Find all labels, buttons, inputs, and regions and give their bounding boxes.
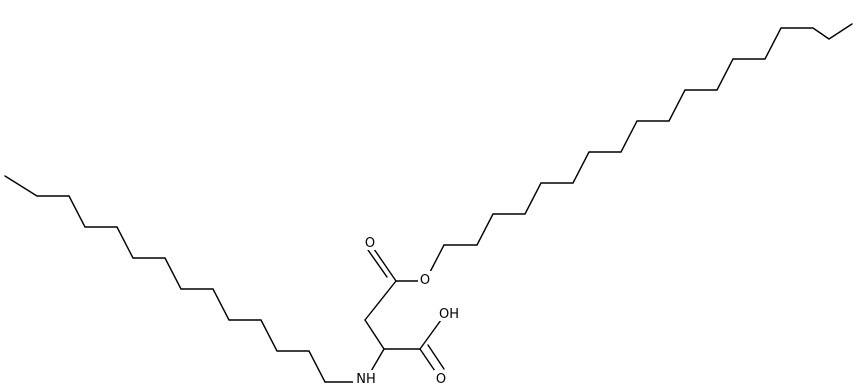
svg-text:NH: NH (356, 372, 376, 387)
carbonyl-ch2-bond (364, 280, 397, 321)
atom-ester-carbonyl-o: O (363, 234, 377, 251)
acid-carbonyl-double-bond-a (419, 348, 438, 375)
svg-text:O: O (420, 273, 430, 288)
atom-amine-nh: NH (353, 370, 379, 387)
ester-carbonyl-double-bond-b (367, 249, 388, 278)
dodecyl-chain (4, 175, 326, 383)
atom-acid-carbonyl-o: O (434, 370, 448, 387)
atom-acid-oh: OH (437, 305, 461, 322)
acid-carbonyl-double-bond-b (427, 344, 445, 370)
acid-c-oh-bond (419, 319, 442, 350)
pentadecyl-chain (443, 23, 853, 246)
svg-text:OH: OH (439, 307, 459, 322)
ester-o-chain-bond (429, 244, 445, 273)
atom-ester-o: O (418, 271, 432, 288)
svg-text:O: O (365, 236, 375, 251)
ester-carbonyl-double-bond-a (373, 248, 397, 282)
ch2-alpha-bond (364, 319, 385, 350)
alpha-nh-bond (369, 348, 385, 374)
svg-text:O: O (436, 372, 446, 387)
